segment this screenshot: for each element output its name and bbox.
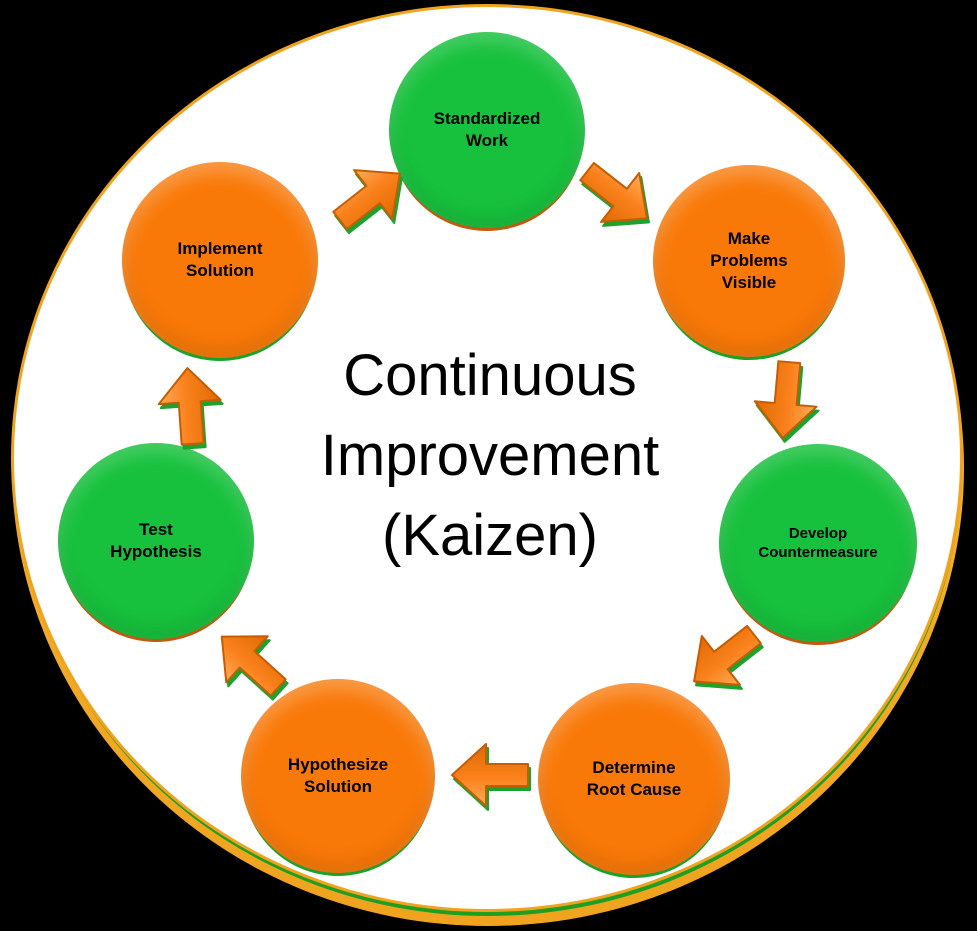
step-label: Hypothesize Solution bbox=[287, 755, 389, 796]
title-line-3: (Kaizen) bbox=[382, 503, 598, 568]
step-label: Make Problems Visible bbox=[710, 229, 788, 292]
step-standardized-work: Standardized Work bbox=[389, 32, 585, 228]
arrow-problems-to-countermeasure-icon bbox=[743, 360, 829, 439]
arrow-rootcause-to-hypothesize-icon bbox=[447, 737, 533, 813]
title-line-2: Improvement bbox=[320, 423, 660, 488]
arrow-test-to-implement-icon bbox=[147, 367, 233, 446]
step-label: Implement Solution bbox=[177, 239, 263, 280]
step-hypothesize-solution: Hypothesize Solution bbox=[241, 679, 435, 873]
step-test-hypothesis: Test Hypothesis bbox=[58, 443, 254, 639]
step-label: Standardized Work bbox=[433, 109, 541, 150]
step-make-problems-visible: Make Problems Visible bbox=[653, 165, 845, 357]
diagram-title: Continuous Improvement (Kaizen) bbox=[237, 336, 743, 576]
step-label: Test Hypothesis bbox=[110, 520, 202, 561]
step-develop-countermeasure: Develop Countermeasure bbox=[719, 444, 917, 642]
arrow-countermeasure-to-rootcause-icon bbox=[681, 620, 767, 696]
title-line-1: Continuous bbox=[343, 343, 637, 408]
arrow-hypothesize-to-test-icon bbox=[207, 624, 293, 700]
step-determine-root-cause: Determine Root Cause bbox=[538, 683, 730, 875]
step-label: Determine Root Cause bbox=[586, 758, 682, 799]
arrow-standardized-to-problems-icon bbox=[574, 157, 660, 233]
step-implement-solution: Implement Solution bbox=[122, 162, 318, 358]
arrow-implement-to-standardized-icon bbox=[327, 159, 413, 235]
step-label: Develop Countermeasure bbox=[758, 524, 878, 561]
